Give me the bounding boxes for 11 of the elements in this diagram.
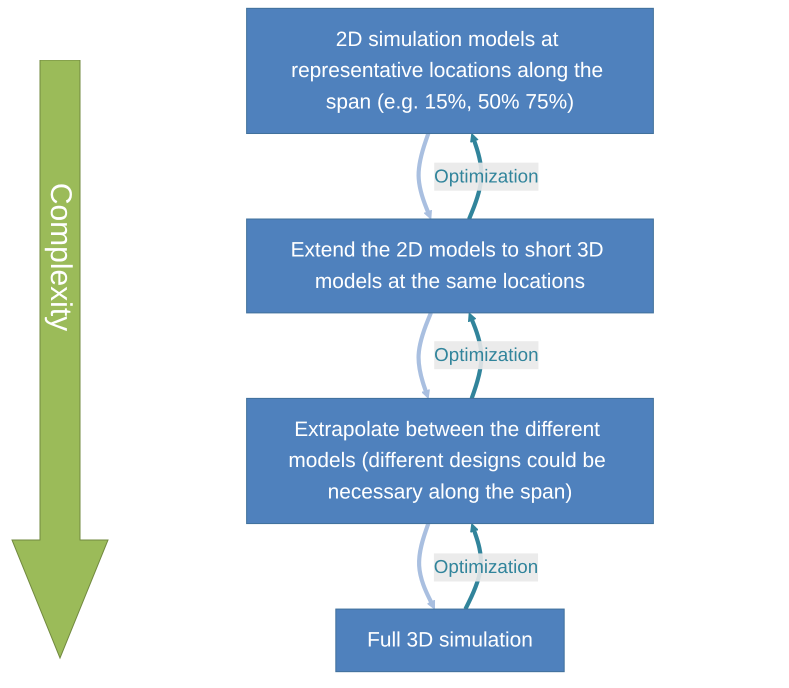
arrow	[417, 522, 436, 610]
node-box: Full 3D simulation	[335, 608, 565, 672]
node-box: Extend the 2D models to short 3D models at the same locations	[246, 218, 654, 314]
arrow	[416, 312, 433, 399]
arrow	[416, 132, 432, 220]
axis-label: Complexity	[43, 182, 77, 332]
node-box: Extrapolate between the different models (different designs could be necessary along the span)	[246, 398, 654, 524]
edge-label: Optimization	[434, 344, 539, 366]
edge-label: Optimization	[434, 166, 539, 187]
node-box: 2D simulation models at representative locations along the span (e.g. 15%, 50% 75%)	[246, 8, 654, 134]
edge-label: Optimization	[434, 556, 538, 578]
